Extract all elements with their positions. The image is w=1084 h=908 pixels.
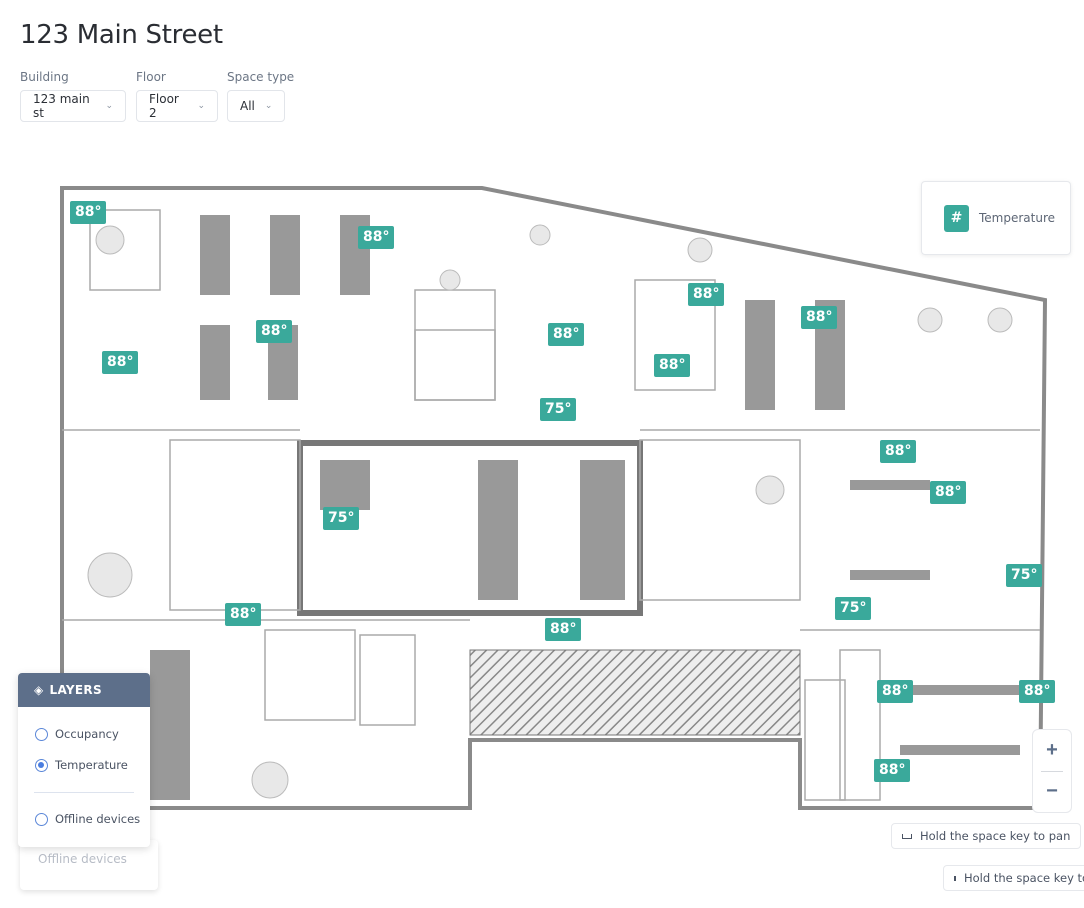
temperature-badge[interactable]: 88°	[930, 481, 967, 504]
pan-hint: Hold the space key to pan	[891, 823, 1082, 849]
space-type-select[interactable]: All ⌄	[227, 90, 285, 122]
chevron-down-icon: ⌄	[197, 101, 205, 111]
legend-label: Temperature	[979, 211, 1056, 225]
floor-filter: Floor Floor 2 ⌄	[136, 70, 218, 122]
floor-value: Floor 2	[149, 92, 179, 120]
ghost-layer-label: Offline devices	[38, 852, 127, 866]
layers-panel: ◈ LAYERS Occupancy Temperature Offline de…	[18, 673, 150, 847]
temperature-badge[interactable]: 88°	[880, 440, 917, 463]
temperature-badge[interactable]: 88°	[688, 283, 725, 306]
temperature-badge[interactable]: 88°	[545, 618, 582, 641]
space-key-icon	[954, 875, 956, 881]
zoom-in-button[interactable]: +	[1033, 730, 1071, 771]
temperature-badge[interactable]: 75°	[323, 507, 360, 530]
layer-label: Temperature	[55, 758, 128, 772]
floor-label: Floor	[136, 70, 166, 84]
building-value: 123 main st	[33, 92, 90, 120]
ghost-pan-hint: Hold the space key to pan	[943, 865, 1084, 891]
ghost-layers-panel: Offline devices	[20, 840, 158, 890]
building-filter: Building 123 main st ⌄	[20, 70, 126, 122]
layers-title: LAYERS	[49, 683, 102, 697]
zoom-controls: + −	[1032, 729, 1072, 813]
building-label: Building	[20, 70, 69, 84]
temperature-badge[interactable]: 88°	[877, 680, 914, 703]
temperature-badge[interactable]: 88°	[874, 759, 911, 782]
radio-button[interactable]	[35, 727, 48, 741]
layer-label: Occupancy	[55, 727, 119, 741]
pan-hint-text: Hold the space key to pan	[920, 829, 1071, 843]
map-legend: # Temperature	[921, 181, 1071, 255]
space-type-value: All	[240, 99, 255, 113]
temperature-badge[interactable]: 75°	[540, 398, 577, 421]
layer-occupancy[interactable]: Occupancy	[35, 727, 119, 741]
space-key-icon	[902, 833, 912, 839]
chevron-down-icon: ⌄	[105, 101, 113, 111]
temperature-badge[interactable]: 88°	[358, 226, 395, 249]
radio-button[interactable]	[35, 812, 48, 826]
space-type-label: Space type	[227, 70, 295, 84]
hash-icon: #	[944, 204, 969, 232]
page-title: 123 Main Street	[20, 20, 223, 50]
chevron-down-icon: ⌄	[264, 101, 273, 111]
temperature-badge[interactable]: 75°	[835, 597, 872, 620]
building-select[interactable]: 123 main st ⌄	[20, 90, 126, 122]
space-type-filter: Space type All ⌄	[227, 70, 294, 122]
ghost-pan-hint-text: Hold the space key to pan	[964, 871, 1084, 885]
temperature-badge[interactable]: 75°	[1006, 564, 1043, 587]
layers-icon: ◈	[34, 683, 44, 697]
temperature-badge[interactable]: 88°	[548, 323, 585, 346]
temperature-badge[interactable]: 88°	[654, 354, 691, 377]
temperature-badge[interactable]: 88°	[225, 603, 262, 626]
divider	[1041, 770, 1063, 772]
temperature-badge[interactable]: 88°	[256, 320, 293, 343]
layers-header[interactable]: ◈ LAYERS	[18, 673, 150, 707]
divider	[34, 792, 134, 793]
temperature-badge[interactable]: 88°	[801, 306, 838, 329]
layer-temperature[interactable]: Temperature	[35, 758, 128, 772]
temperature-badge[interactable]: 88°	[102, 351, 139, 374]
temperature-badge[interactable]: 88°	[70, 201, 107, 224]
floor-select[interactable]: Floor 2 ⌄	[136, 90, 218, 122]
floor-plan-map[interactable]	[0, 140, 1084, 840]
radio-button-selected[interactable]	[35, 758, 48, 772]
layer-offline-devices[interactable]: Offline devices	[35, 812, 140, 826]
zoom-out-button[interactable]: −	[1033, 772, 1071, 813]
temperature-badge[interactable]: 88°	[1019, 680, 1056, 703]
layer-label: Offline devices	[55, 812, 141, 826]
